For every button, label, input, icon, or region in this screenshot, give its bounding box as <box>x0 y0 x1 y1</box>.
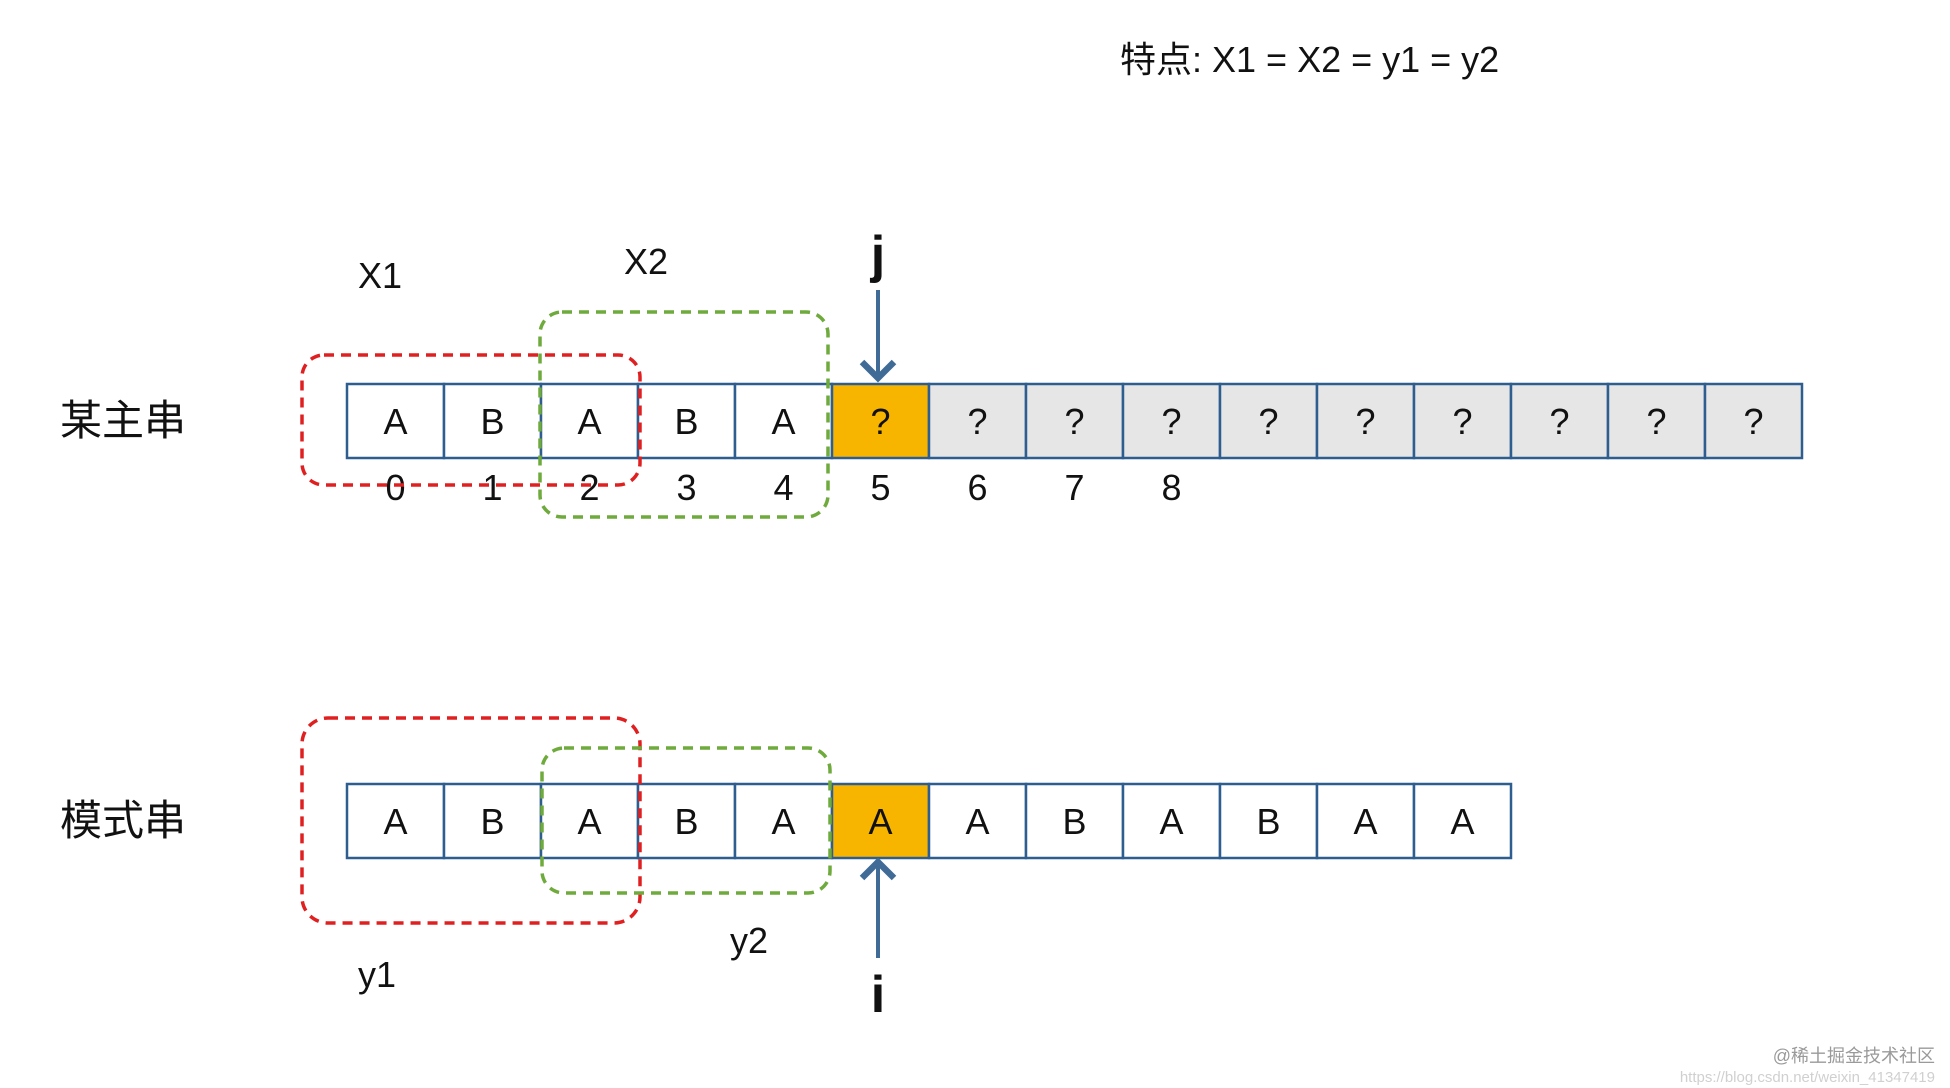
main-string-index: 1 <box>482 467 502 508</box>
pattern-string-cell-char: B <box>1256 801 1280 842</box>
main-string-index: 8 <box>1161 467 1181 508</box>
main-string-label: 某主串 <box>60 397 186 444</box>
region-x2-label: X2 <box>624 241 668 282</box>
pattern-string-cell-char: A <box>1159 801 1183 842</box>
pattern-string-cell-char: B <box>480 801 504 842</box>
main-string-cell-char: ? <box>967 401 987 442</box>
pattern-string-cell <box>345 782 446 860</box>
main-string-cell <box>927 382 1028 460</box>
main-string-cell-char: ? <box>1161 401 1181 442</box>
pattern-string-cell <box>1024 782 1125 860</box>
region-y2-label: y2 <box>730 920 768 961</box>
pattern-string-cell-char: A <box>577 801 601 842</box>
pointer-j-label: j <box>870 226 885 284</box>
pattern-string-cell <box>733 782 834 860</box>
pattern-string-cell-char: B <box>1062 801 1086 842</box>
main-string-cell <box>1606 382 1707 460</box>
main-string-cell-char: ? <box>1064 401 1084 442</box>
main-string-cell-char: ? <box>1355 401 1375 442</box>
diagram-title: 特点: X1 = X2 = y1 = y2 <box>1120 39 1499 80</box>
main-string-cell-char: ? <box>1549 401 1569 442</box>
pattern-string-cell-char: A <box>868 801 892 842</box>
pattern-string-cell-char: A <box>383 801 407 842</box>
pattern-string-label: 模式串 <box>60 797 186 844</box>
main-string-cell-char: A <box>771 401 795 442</box>
pattern-string-cell <box>636 782 737 860</box>
pattern-string-cell-char: B <box>674 801 698 842</box>
main-string-cell <box>539 382 640 460</box>
main-string-cell-char: ? <box>1646 401 1666 442</box>
pointer-i-label: i <box>871 966 885 1024</box>
region-x1-label: X1 <box>358 255 402 296</box>
main-string-indices: 0 1 2 3 4 5 6 7 8 <box>385 467 1181 508</box>
main-string-cell <box>1703 382 1804 460</box>
pattern-string-cell <box>830 782 931 860</box>
watermark-line2: https://blog.csdn.net/weixin_41347419 <box>1680 1069 1935 1086</box>
main-string-cell-char: B <box>674 401 698 442</box>
main-string-cell <box>1218 382 1319 460</box>
main-string-cells: A B A B A?????????? <box>345 382 1804 460</box>
main-string-cell <box>733 382 834 460</box>
main-string-cell <box>345 382 446 460</box>
main-string-cell <box>830 382 931 460</box>
pattern-string-cell-char: A <box>771 801 795 842</box>
region-y2-box <box>540 746 832 895</box>
main-string-index: 4 <box>773 467 793 508</box>
pattern-string-cell <box>1412 782 1513 860</box>
watermark-line1: @稀土掘金技术社区 <box>1773 1046 1935 1066</box>
main-string-cell-char: ? <box>1258 401 1278 442</box>
main-string-cell-char: A <box>577 401 601 442</box>
pattern-string-cell <box>1218 782 1319 860</box>
region-x2-box <box>538 310 830 519</box>
main-string-cell-char: ? <box>870 401 890 442</box>
main-string-cell <box>1121 382 1222 460</box>
main-string-cell-char: ? <box>1452 401 1472 442</box>
pattern-string-cell-char: A <box>1450 801 1474 842</box>
main-string-index: 0 <box>385 467 405 508</box>
main-string-cell <box>1412 382 1513 460</box>
main-string-cell <box>442 382 543 460</box>
pattern-string-cell-char: A <box>1353 801 1377 842</box>
main-string-index: 2 <box>579 467 599 508</box>
main-string-index: 6 <box>967 467 987 508</box>
pattern-string-cell <box>927 782 1028 860</box>
main-string-cell-char: A <box>383 401 407 442</box>
main-string-index: 7 <box>1064 467 1084 508</box>
main-string-index: 5 <box>870 467 890 508</box>
region-x1-box <box>300 353 642 487</box>
main-string-index: 3 <box>676 467 696 508</box>
pattern-string-cell-char: A <box>965 801 989 842</box>
pattern-string-cell <box>442 782 543 860</box>
region-y1-box <box>300 716 642 925</box>
region-y1-label: y1 <box>358 954 396 995</box>
main-string-cell-char: B <box>480 401 504 442</box>
main-string-cell <box>1509 382 1610 460</box>
main-string-cell-char: ? <box>1743 401 1763 442</box>
main-string-cell <box>1024 382 1125 460</box>
